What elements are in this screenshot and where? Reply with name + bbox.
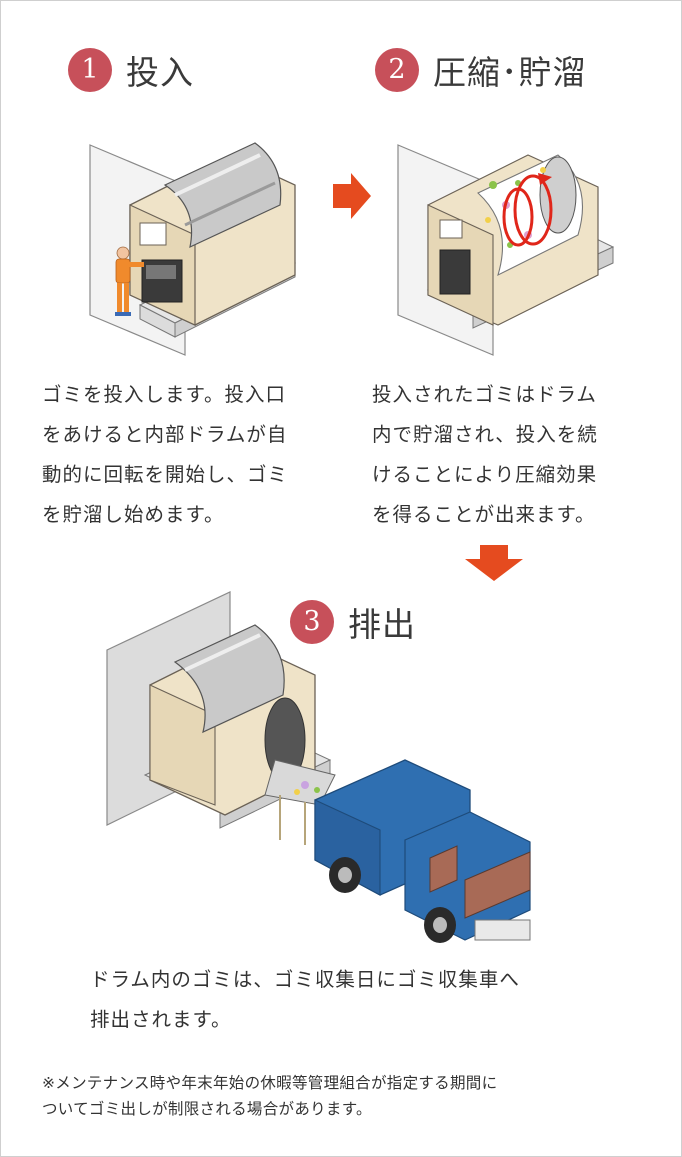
step-1-description: ゴミを投入します。投入口 をあけると内部ドラムが自 動的に回転を開始し、ゴミ を…: [42, 375, 342, 535]
footnote-line: ※メンテナンス時や年末年始の休暇等管理組合が指定する期間に: [42, 1074, 498, 1092]
step-1-line: を貯溜し始めます。: [42, 503, 225, 526]
step-3-description: ドラム内のゴミは、ゴミ収集日にゴミ収集車へ 排出されます。: [90, 960, 650, 1040]
footnote: ※メンテナンス時や年末年始の休暇等管理組合が指定する期間に ついてゴミ出しが制限…: [42, 1070, 662, 1122]
step-2-number: 2: [375, 48, 419, 92]
footnote-line: ついてゴミ出しが制限される場合があります。: [42, 1100, 372, 1118]
step-2-line: 内で貯溜され、投入を続: [372, 423, 598, 446]
step-3-title: 排出: [348, 605, 416, 644]
step-3-line: 排出されます。: [90, 1008, 232, 1031]
step-1-line: をあけると内部ドラムが自: [42, 423, 288, 446]
step-2-description: 投入されたゴミはドラム 内で貯溜され、投入を続 けることにより圧縮効果 を得るこ…: [372, 375, 672, 535]
step-3-number: 3: [290, 600, 334, 644]
step-3-line: ドラム内のゴミは、ゴミ収集日にゴミ収集車へ: [90, 968, 520, 991]
step-2-line: 投入されたゴミはドラム: [372, 383, 597, 406]
step-1-line: 動的に回転を開始し、ゴミ: [42, 463, 289, 486]
step-2-title: 圧縮･貯溜: [433, 53, 587, 92]
step-3-header: 3 排出: [290, 598, 416, 646]
step-2-illustration: [397, 144, 615, 356]
arrow-right-icon: [333, 173, 371, 219]
step-3-illustration: [106, 591, 531, 943]
step-2-line: けることにより圧縮効果: [372, 463, 598, 486]
step-1-header: 1 投入: [68, 46, 194, 94]
step-2-header: 2 圧縮･貯溜: [375, 46, 587, 94]
step-1-title: 投入: [126, 53, 194, 92]
arrow-down-icon: [465, 545, 523, 581]
step-2-line: を得ることが出来ます。: [372, 503, 596, 526]
step-1-line: ゴミを投入します。投入口: [42, 383, 287, 406]
step-1-illustration: [89, 142, 297, 356]
step-1-number: 1: [68, 48, 112, 92]
